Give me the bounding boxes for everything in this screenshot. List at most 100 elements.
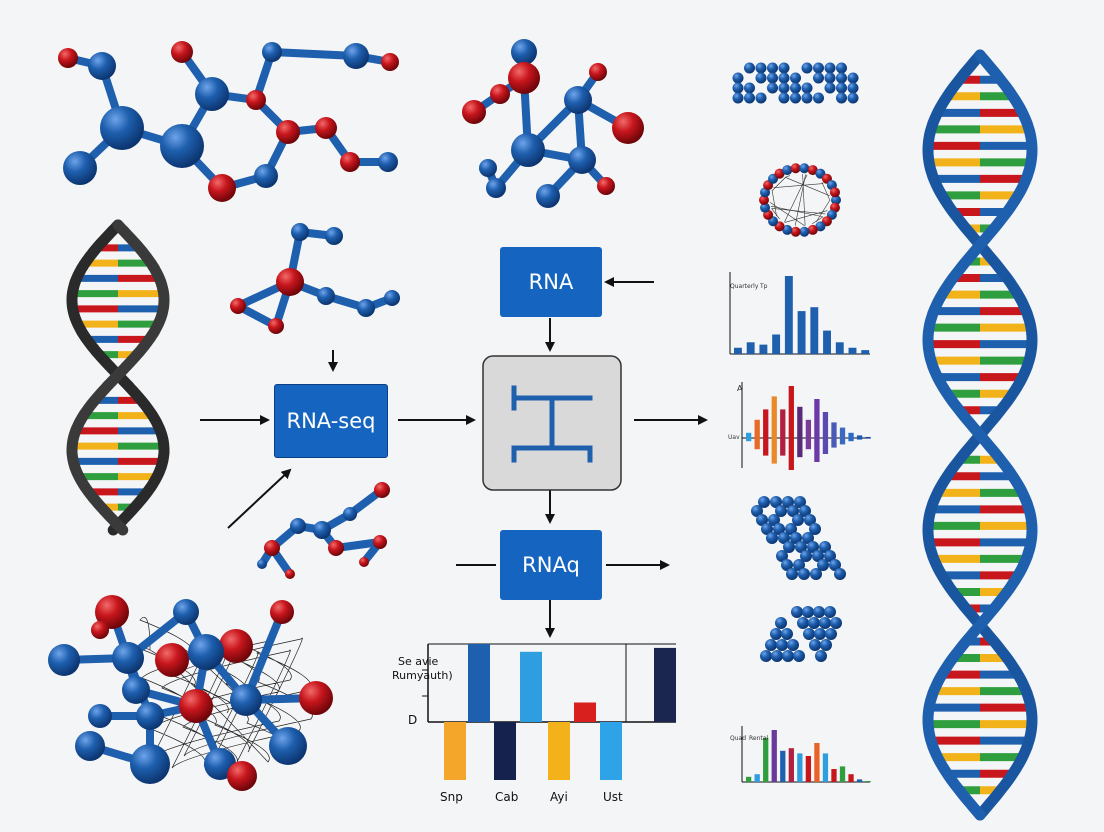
bar: [831, 438, 837, 448]
rna-seq-box: RNA-seq: [274, 384, 388, 458]
atom: [787, 639, 799, 651]
bar: [788, 748, 794, 782]
bar: [759, 344, 768, 354]
carbon-atom: [75, 731, 105, 761]
mini-bar-chart: [741, 726, 871, 783]
atom: [767, 82, 778, 94]
bar: [520, 651, 542, 722]
atom: [756, 514, 768, 526]
atom: [831, 195, 841, 205]
atom: [751, 505, 763, 517]
atom: [830, 617, 842, 629]
atom: [813, 606, 825, 618]
atom: [783, 541, 795, 553]
atom: [807, 541, 819, 553]
bar: [780, 438, 786, 456]
oxygen-atom: [219, 629, 253, 663]
bar: [839, 438, 846, 445]
atom: [787, 505, 799, 517]
bar: [754, 419, 760, 438]
atom: [774, 168, 785, 179]
atom-network: [769, 174, 831, 226]
atom: [819, 617, 831, 629]
rnaq-box-label: RNAq: [522, 553, 580, 577]
bar: [600, 722, 622, 780]
atom: [765, 639, 777, 651]
dna-backbone: [922, 49, 1038, 821]
atom: [755, 92, 767, 104]
bar: [814, 399, 820, 438]
bar: [788, 438, 794, 470]
atom: [790, 82, 801, 94]
atom: [799, 505, 811, 517]
bar: [831, 422, 837, 438]
bar: [861, 350, 870, 354]
bar: [444, 722, 466, 780]
atom: [819, 541, 831, 553]
bar: [865, 780, 871, 782]
atom: [760, 650, 772, 662]
atom: [778, 82, 790, 94]
oxygen-atom: [285, 569, 295, 579]
mini-chart-title: Quarterly: [730, 283, 759, 290]
carbon-atom: [112, 642, 144, 674]
bar: [734, 347, 742, 354]
bar: [797, 753, 803, 782]
atom: [782, 224, 793, 235]
carbon-atom: [317, 287, 335, 305]
atom: [797, 617, 809, 629]
atom: [791, 606, 803, 618]
oxygen-atom: [227, 761, 257, 791]
carbon-atom: [511, 133, 545, 167]
molecule-icon: [58, 41, 399, 202]
atom: [836, 92, 847, 104]
atom: [767, 62, 778, 74]
bar: [788, 386, 794, 438]
oxygen-atom: [264, 540, 280, 556]
carbon-atom: [486, 178, 506, 198]
atom: [778, 532, 790, 544]
carbon-atom: [88, 52, 116, 80]
carbon-atom: [254, 164, 278, 188]
bar: [822, 412, 829, 438]
atom: [793, 559, 805, 571]
bottom-chart-ylabel: Rumyauth): [392, 669, 453, 682]
atom: [782, 496, 794, 508]
atom: [732, 72, 744, 84]
bar: [814, 743, 820, 782]
atom: [773, 523, 785, 535]
atom: [782, 650, 794, 662]
atom: [770, 496, 782, 508]
atom: [785, 523, 797, 535]
atom: [813, 72, 824, 84]
carbon-atom: [188, 634, 224, 670]
dna-helix-small-icon: [66, 219, 170, 536]
atom: [778, 72, 790, 84]
carbon-atom: [230, 684, 262, 716]
bar: [848, 774, 854, 782]
carbon-atom: [122, 676, 150, 704]
bar: [822, 438, 829, 454]
atom: [778, 92, 790, 104]
carbon-atom: [257, 559, 267, 569]
atom: [755, 62, 767, 74]
atom: [771, 650, 783, 662]
atom: [824, 550, 836, 562]
dna-backbone: [66, 219, 170, 536]
atom: [813, 92, 824, 104]
oxygen-atom: [230, 298, 246, 314]
oxygen-atom: [246, 90, 266, 110]
atom: [814, 628, 826, 640]
bar: [784, 276, 793, 354]
bar: [780, 750, 786, 782]
carbon-atom: [48, 644, 80, 676]
molecule-cluster-icon: [732, 62, 859, 662]
carbon-atom: [63, 151, 97, 185]
bar: [780, 409, 786, 438]
bottom-chart-xtick: Snp: [440, 790, 463, 804]
oxygen-atom: [276, 120, 300, 144]
carbon-atom: [536, 184, 560, 208]
bar-chart: [422, 643, 676, 780]
atom: [829, 187, 840, 198]
atom: [807, 165, 818, 176]
